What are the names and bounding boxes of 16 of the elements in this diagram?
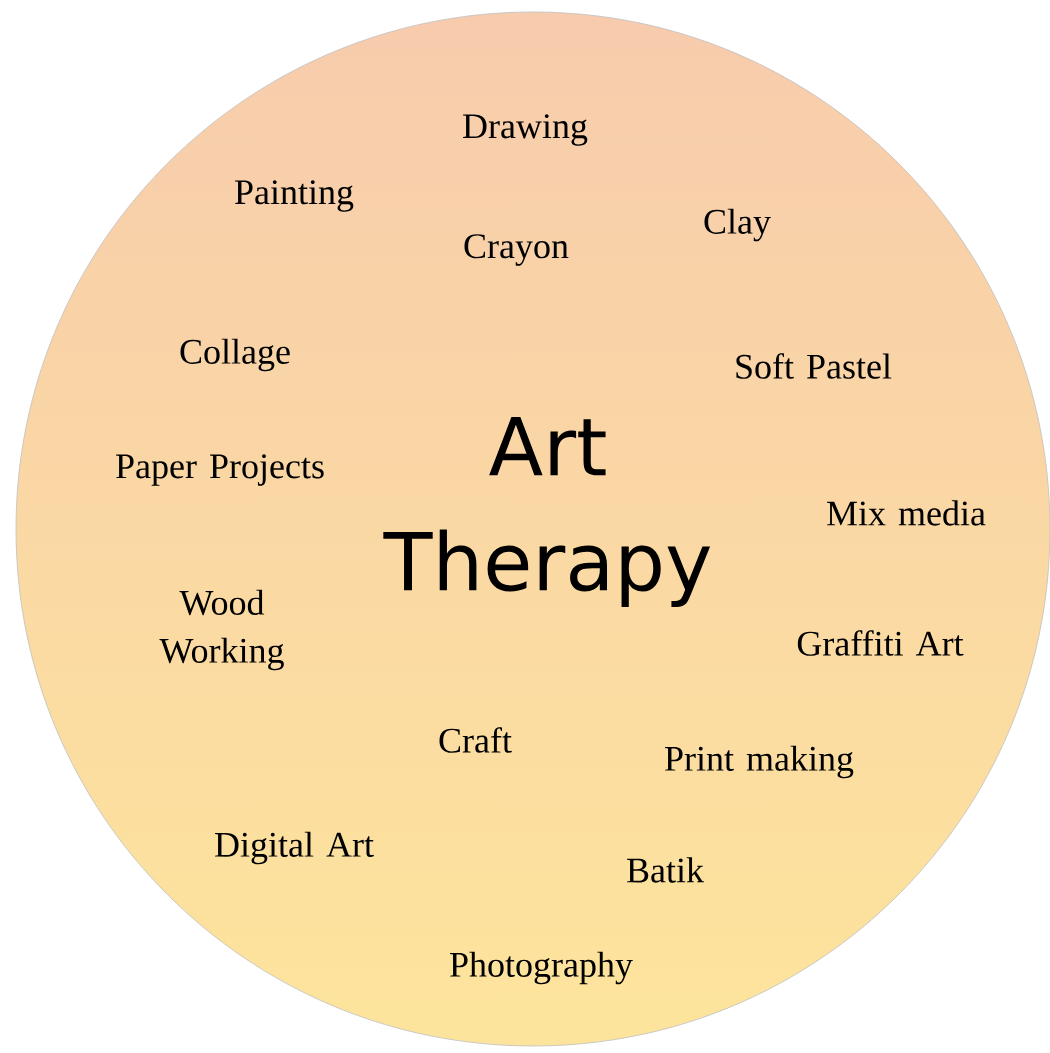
activity-label: Photography: [450, 951, 633, 985]
activity-label: Painting: [235, 180, 354, 212]
activity-label: Craft: [439, 727, 512, 753]
activity-label: Paper Projects: [116, 454, 324, 486]
activity-label: Digital Art: [215, 831, 374, 865]
activity-label: Soft Pastel: [736, 353, 892, 379]
activity-label: Crayon: [464, 234, 569, 266]
activity-label: Print making: [665, 745, 854, 779]
activity-label: Collage: [180, 338, 290, 372]
activity-label: Drawing: [463, 114, 588, 146]
activity-label: Batik: [627, 857, 704, 883]
title-text: Art Therapy: [383, 417, 711, 607]
activity-label: Wood Working: [159, 589, 284, 671]
activity-label: Mix media: [827, 500, 986, 526]
activity-label: Clay: [704, 208, 771, 242]
activity-label: Graffiti Art: [797, 630, 964, 656]
